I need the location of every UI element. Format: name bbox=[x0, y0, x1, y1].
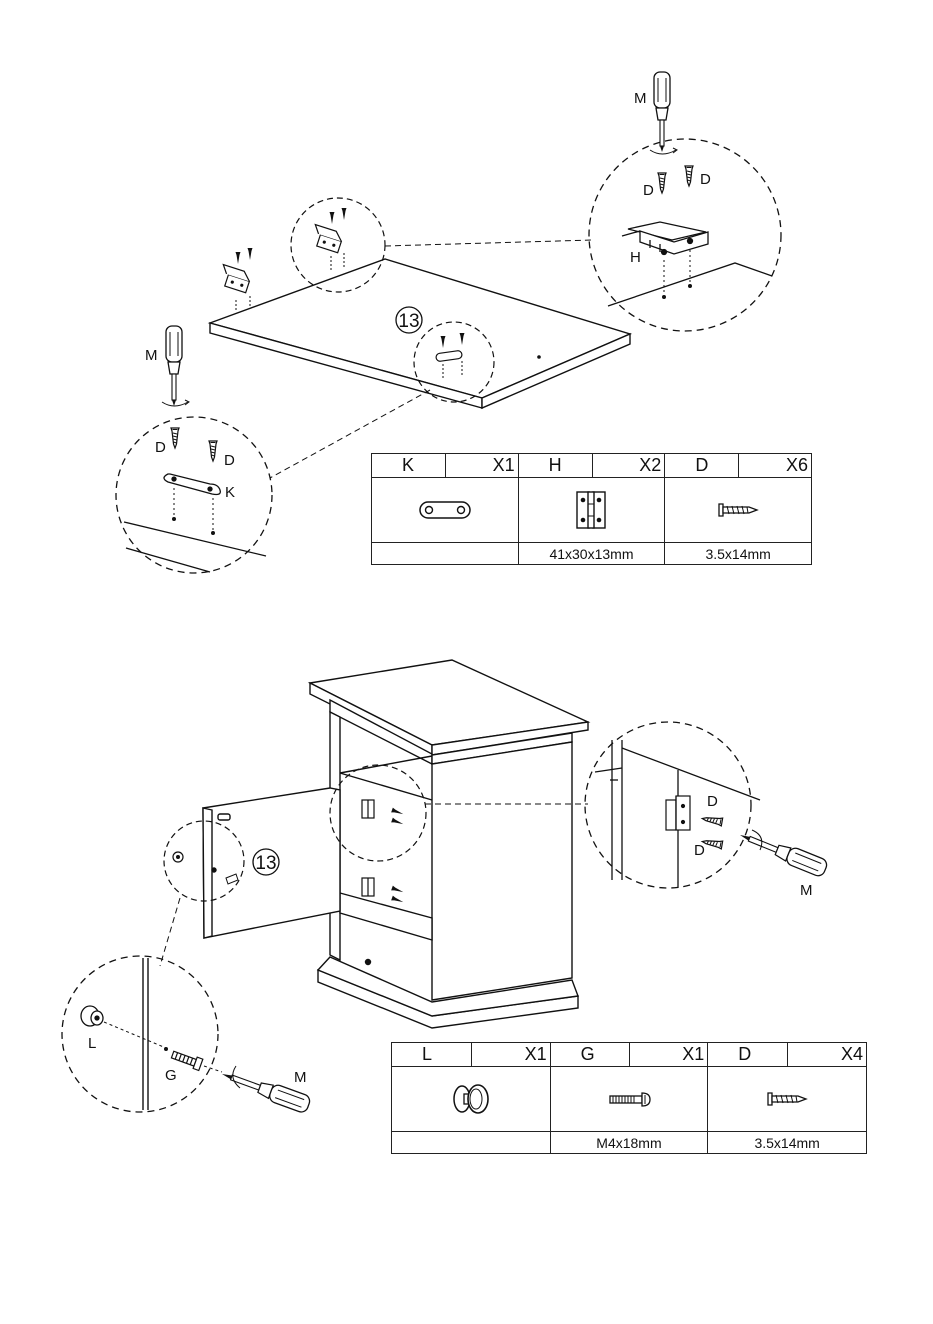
svg-text:13: 13 bbox=[255, 853, 276, 874]
svg-text:M: M bbox=[294, 1069, 307, 1086]
svg-text:D: D bbox=[155, 439, 166, 456]
parts-table-top: K X1 H X2 D X6 41x30x13mm 3.5x14mm bbox=[371, 453, 812, 565]
cabinet bbox=[310, 660, 588, 1028]
screwdriver-left bbox=[166, 326, 182, 406]
part-code: G bbox=[550, 1043, 629, 1067]
screw-icon bbox=[708, 1067, 867, 1132]
knob-detail bbox=[81, 1006, 103, 1026]
svg-text:M: M bbox=[145, 347, 158, 364]
door-hinge-detail bbox=[666, 796, 690, 830]
bolt-icon bbox=[550, 1067, 708, 1132]
part-code: D bbox=[708, 1043, 788, 1067]
svg-text:D: D bbox=[694, 842, 705, 859]
svg-text:D: D bbox=[707, 793, 718, 810]
part-size: 3.5x14mm bbox=[708, 1132, 867, 1154]
part-code: H bbox=[518, 454, 592, 478]
part-qty: X6 bbox=[739, 454, 812, 478]
svg-text:L: L bbox=[88, 1035, 96, 1052]
screwdriver-right bbox=[737, 827, 829, 878]
part-size bbox=[392, 1132, 551, 1154]
part-code: K bbox=[372, 454, 446, 478]
part-qty: X1 bbox=[445, 454, 518, 478]
part-code: D bbox=[665, 454, 739, 478]
part-code: L bbox=[392, 1043, 472, 1067]
plate-detail bbox=[164, 474, 220, 495]
part-size: 41x30x13mm bbox=[518, 543, 665, 565]
parts-table-bottom: L X1 G X1 D X4 M4x18mm 3.5x14mm bbox=[391, 1042, 867, 1154]
part-qty: X1 bbox=[471, 1043, 550, 1067]
svg-text:K: K bbox=[225, 484, 235, 501]
svg-text:H: H bbox=[630, 249, 641, 266]
svg-text:M: M bbox=[800, 882, 813, 899]
part-size: M4x18mm bbox=[550, 1132, 708, 1154]
svg-text:D: D bbox=[700, 171, 711, 188]
step-number-top: 13 bbox=[396, 307, 422, 333]
part-qty: X4 bbox=[788, 1043, 867, 1067]
knob-icon bbox=[392, 1067, 551, 1132]
plate-icon bbox=[372, 478, 519, 543]
screw-icon bbox=[665, 478, 812, 543]
part-size bbox=[372, 543, 519, 565]
svg-text:G: G bbox=[165, 1067, 177, 1084]
svg-text:D: D bbox=[224, 452, 235, 469]
top-panel bbox=[210, 259, 630, 408]
step-number-bottom: 13 bbox=[253, 849, 279, 875]
hinge-on-panel-left bbox=[217, 265, 252, 293]
svg-text:D: D bbox=[643, 182, 654, 199]
part-qty: X1 bbox=[629, 1043, 708, 1067]
hinge-icon bbox=[518, 478, 665, 543]
detail-circle-knob bbox=[62, 956, 218, 1112]
svg-text:13: 13 bbox=[398, 311, 419, 332]
detail-circle-plate bbox=[116, 417, 272, 573]
svg-text:M: M bbox=[634, 90, 647, 107]
part-size: 3.5x14mm bbox=[665, 543, 812, 565]
part-qty: X2 bbox=[592, 454, 665, 478]
detail-circle-cabinet-hinge bbox=[330, 765, 426, 861]
